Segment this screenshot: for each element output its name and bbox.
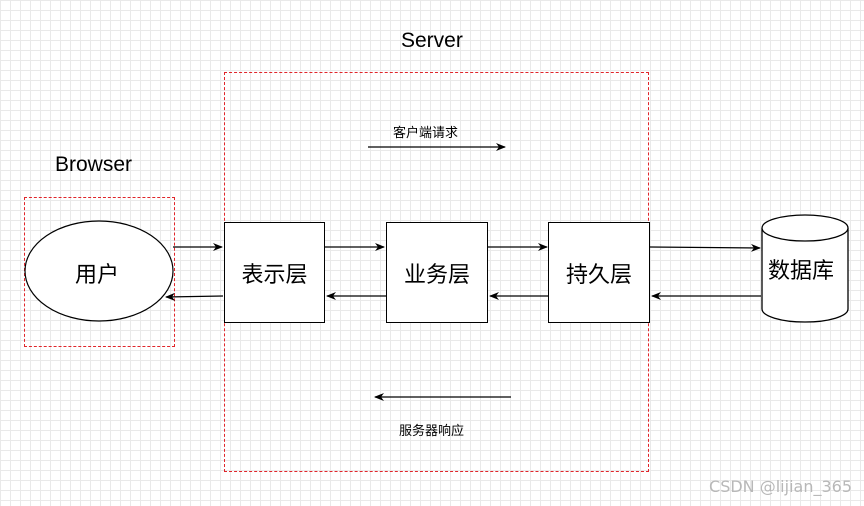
response-label: 服务器响应 <box>399 424 465 439</box>
persistence-layer-box: 持久层 <box>548 222 650 323</box>
server-title: Server <box>401 29 463 52</box>
presentation-layer-box: 表示层 <box>224 222 325 323</box>
database-cylinder <box>761 214 849 323</box>
request-label: 客户端请求 <box>393 126 459 141</box>
browser-title: Browser <box>55 153 133 176</box>
database-label: 数据库 <box>768 259 835 284</box>
business-layer-box: 业务层 <box>386 222 488 323</box>
user-ellipse <box>24 220 174 322</box>
arrow-persistence-to-database <box>649 243 761 252</box>
user-label: 用户 <box>75 263 120 288</box>
csdn-watermark: CSDN @lijian_365 <box>709 477 852 496</box>
arrow-presentation-to-user <box>165 292 224 301</box>
